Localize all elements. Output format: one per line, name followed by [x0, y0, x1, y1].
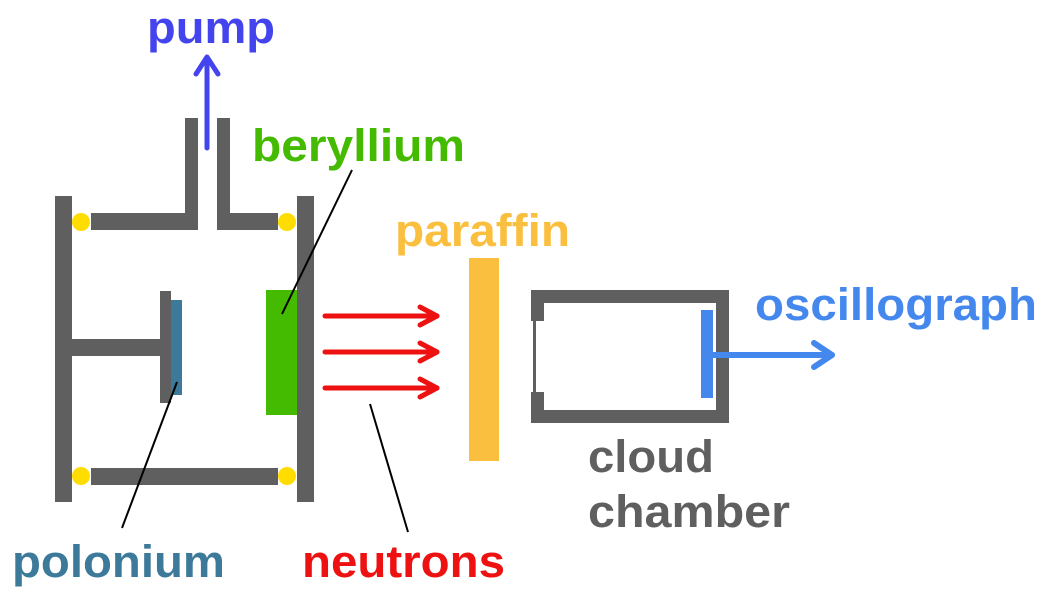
left-wall [55, 196, 72, 502]
bottom-bar [91, 468, 278, 485]
label-pump: pump [147, 2, 275, 53]
holder-arm [72, 339, 160, 356]
label-polonium: polonium [12, 536, 225, 587]
pipe-right [217, 118, 230, 230]
polonium-leader [121, 381, 178, 529]
right-wall [297, 196, 314, 502]
cloud-chamber [531, 290, 729, 423]
paraffin-block [469, 258, 499, 461]
seals [72, 213, 296, 485]
holder-plate [160, 291, 171, 403]
beryllium-target [266, 290, 297, 415]
beryllium-leader [281, 169, 353, 315]
label-cloud: cloud [588, 431, 714, 482]
seal-dot [278, 467, 296, 485]
polonium-source [171, 300, 182, 395]
chamber-window [533, 321, 536, 392]
pump-arrow [193, 54, 221, 151]
top-left-bar [91, 213, 198, 230]
top-right-bar [217, 213, 278, 230]
seal-dot [72, 467, 90, 485]
label-oscillograph: oscillograph [755, 279, 1037, 330]
oscillograph-arrow [710, 340, 835, 370]
leader-lines [121, 169, 409, 533]
pipe-left [185, 118, 198, 230]
label-beryllium: beryllium [252, 120, 465, 171]
seal-dot [72, 213, 90, 231]
seal-dot [278, 213, 296, 231]
label-neutrons: neutrons [302, 536, 505, 587]
detector-plate [701, 310, 713, 398]
neutron-arrows [322, 304, 440, 400]
label-paraffin: paraffin [395, 205, 570, 256]
label-chamber: chamber [588, 486, 790, 537]
neutrons-leader [369, 403, 409, 533]
